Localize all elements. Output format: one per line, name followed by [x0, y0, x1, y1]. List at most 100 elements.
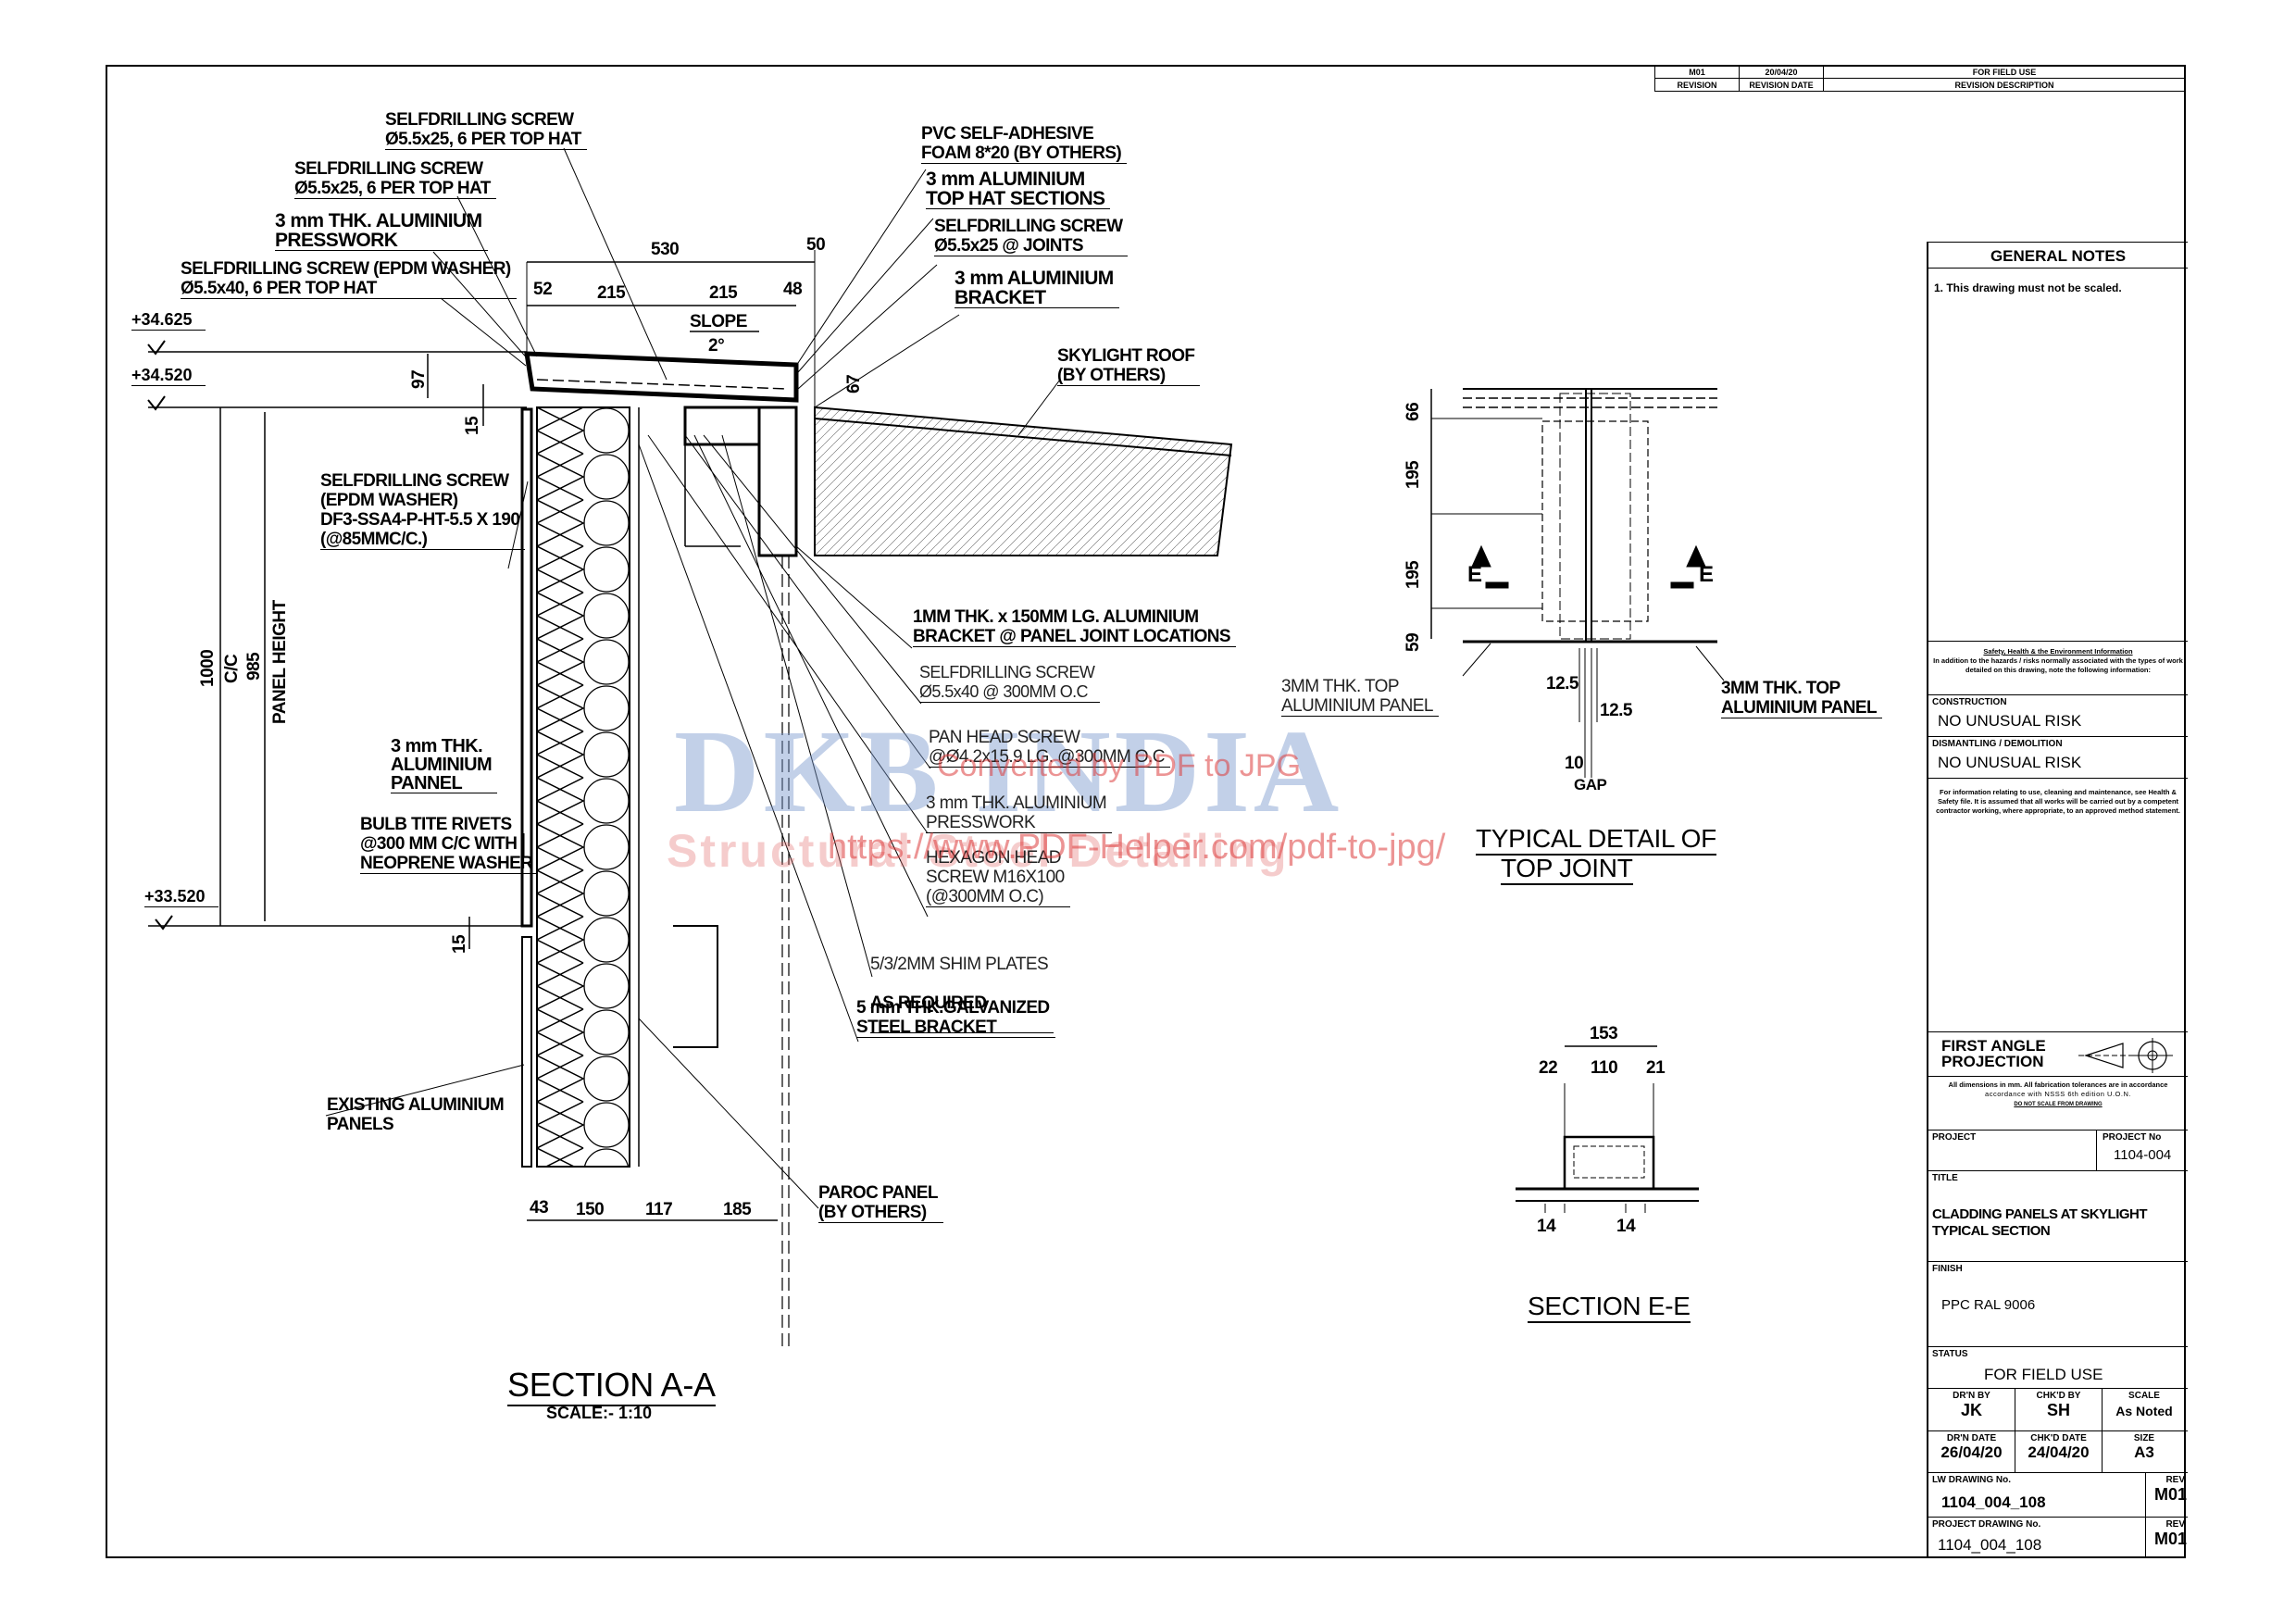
section-aa-title: SECTION A-A [507, 1366, 716, 1406]
maintenance-text: For information relating to use, cleanin… [1936, 788, 2180, 815]
dim-cc: C/C [222, 654, 242, 683]
dim-117: 117 [645, 1200, 673, 1219]
dim-gap: GAP [1574, 776, 1607, 793]
lw-rev: M01 [2153, 1485, 2187, 1504]
watermark-tagline: Structural Steel Detailing [667, 825, 1290, 877]
general-notes-title: GENERAL NOTES [1990, 247, 2127, 265]
label-shim-bottom: AS REQUIRED [870, 993, 987, 1013]
label-screw-300: SELFDRILLING SCREW Ø5.5x40 @ 300MM O.C [919, 663, 1101, 703]
dim-215a: 215 [597, 283, 626, 303]
dim-22: 22 [1539, 1058, 1558, 1078]
label-pan-head: PAN HEAD SCREW @Ø4.2x15.9 LG. @300MM O.C [929, 728, 1170, 768]
label-presswork-mid: 3 mm THK. ALUMINIUM PRESSWORK [926, 793, 1113, 833]
title-block: GENERAL NOTES 1. This drawing must not b… [1927, 242, 2188, 1558]
scale-cell: SCALE As Noted [2101, 1389, 2188, 1430]
project-rev: M01 [2153, 1530, 2187, 1548]
dim-985: 985 [244, 652, 264, 681]
revision-description-value: FOR FIELD USE [1823, 65, 2186, 79]
revision-description-header: REVISION DESCRIPTION [1823, 78, 2186, 92]
dim-185: 185 [723, 1200, 752, 1219]
project-no: 1104-004 [2114, 1147, 2172, 1163]
drawn-date-label: DR'N DATE [1946, 1433, 1997, 1443]
section-ee-title: SECTION E-E [1528, 1292, 1691, 1323]
size-cell: SIZE A3 [2101, 1431, 2188, 1472]
size-value: A3 [2134, 1443, 2154, 1461]
title-label: TITLE [1932, 1173, 1958, 1183]
tolerance-2: accordance with NSSS 6th edition U.O.N. [1985, 1090, 2131, 1098]
dismantling-value: NO UNUSUAL RISK [1938, 754, 2082, 771]
drawn-by-cell: DR'N BY JK [1928, 1389, 2015, 1430]
top-joint-geometry [1430, 388, 1725, 778]
dim-530: 530 [651, 240, 680, 259]
dismantling-label: DISMANTLING / DEMOLITION [1932, 739, 2063, 749]
label-paroc-panel: PAROC PANEL (BY OTHERS) [818, 1183, 943, 1223]
construction-value: NO UNUSUAL RISK [1938, 712, 2082, 730]
dim-66: 66 [1404, 402, 1423, 421]
dim-150: 150 [576, 1200, 605, 1219]
dim-59: 59 [1404, 632, 1423, 652]
status-label: STATUS [1932, 1349, 1968, 1359]
status-row: STATUS FOR FIELD USE [1928, 1347, 2188, 1389]
project-drawing-label: PROJECT DRAWING No. [1932, 1519, 2041, 1530]
section-mark-e-right: E [1699, 562, 1714, 587]
drawn-date: 26/04/20 [1940, 1443, 2003, 1461]
dates-row: DR'N DATE 26/04/20 CHK'D DATE 24/04/20 S… [1928, 1431, 2188, 1473]
project-no-label: PROJECT No [2103, 1132, 2162, 1143]
general-notes-header: GENERAL NOTES [1928, 242, 2188, 269]
label-top-hat: 3 mm ALUMINIUM TOP HAT SECTIONS [926, 169, 1111, 209]
label-galv-bracket: 5 mm THK.GALVANIZED STEEL BRACKET [856, 998, 1055, 1038]
checked-date-cell: CHK'D DATE 24/04/20 [2015, 1431, 2103, 1472]
level-34520: +34.520 [131, 366, 206, 386]
dim-215b: 215 [709, 283, 738, 303]
watermark-url: https://www.PDF-Helper.com/pdf-to-jpg/ [828, 828, 1446, 867]
finish-row: FINISH PPC RAL 9006 [1928, 1262, 2188, 1347]
dismantling-row: DISMANTLING / DEMOLITION NO UNUSUAL RISK [1928, 737, 2188, 779]
scale-label: SCALE [2128, 1391, 2160, 1401]
drawn-by-label: DR'N BY [1953, 1391, 1990, 1401]
label-pvc-foam: PVC SELF-ADHESIVE FOAM 8*20 (BY OTHERS) [921, 124, 1128, 164]
dim-slope: SLOPE [690, 312, 747, 331]
dim-12-5a: 12.5 [1546, 674, 1578, 693]
label-top-panel-right: 3MM THK. TOP ALUMINIUM PANEL [1721, 679, 1882, 718]
existing-panel [521, 936, 532, 1168]
revision-date-value: 20/04/20 [1739, 65, 1824, 79]
revision-value: M01 [1654, 65, 1740, 79]
label-existing-panels: EXISTING ALUMINIUM PANELS [327, 1095, 505, 1134]
dim-43: 43 [530, 1198, 549, 1218]
label-screw-joints: SELFDRILLING SCREW Ø5.5x25 @ JOINTS [934, 217, 1129, 256]
project-rev-label: REV [2165, 1519, 2185, 1530]
dim-48: 48 [783, 280, 803, 299]
label-screw-df3: SELFDRILLING SCREW (EPDM WASHER) DF3-SSA… [320, 471, 526, 550]
size-label: SIZE [2133, 1433, 2155, 1443]
section-aa-geometry [147, 147, 1233, 1347]
checked-date: 24/04/20 [2028, 1443, 2090, 1461]
label-screw-top-1: SELFDRILLING SCREW Ø5.5x25, 6 PER TOP HA… [385, 110, 587, 150]
label-screw-epdm-top: SELFDRILLING SCREW (EPDM WASHER) Ø5.5x40… [181, 259, 517, 299]
checked-by: SH [2046, 1401, 2070, 1419]
label-alu-bracket: 3 mm ALUMINIUM BRACKET [955, 269, 1119, 308]
level-34625: +34.625 [131, 310, 206, 331]
drawn-date-cell: DR'N DATE 26/04/20 [1928, 1431, 2015, 1472]
label-bracket-1mm: 1MM THK. x 150MM LG. ALUMINIUM BRACKET @… [913, 607, 1236, 647]
label-shim-top: 5/3/2MM SHIM PLATES [870, 955, 1049, 974]
lw-rev-cell: REV M01 [2145, 1473, 2189, 1517]
tolerance-row: All dimensions in mm. All fabrication to… [1928, 1077, 2188, 1131]
insulation [536, 406, 630, 1168]
label-skylight-roof: SKYLIGHT ROOF (BY OTHERS) [1057, 346, 1201, 386]
dim-97: 97 [409, 369, 429, 389]
label-hex-head: HEXAGON HEAD SCREW M16X100 (@300MM O.C) [926, 848, 1070, 907]
safety-text: In addition to the hazards / risks norma… [1933, 656, 2183, 674]
drawn-by-row: DR'N BY JK CHK'D BY SH SCALE As Noted [1928, 1389, 2188, 1431]
maintenance-section: For information relating to use, cleanin… [1928, 779, 2188, 1032]
skylight-roof [814, 406, 1233, 556]
safety-section: Safety, Health & the Environment Informa… [1928, 642, 2188, 695]
tolerance-1: All dimensions in mm. All fabrication to… [1948, 1081, 2168, 1089]
level-33520: +33.520 [144, 887, 218, 907]
dim-21: 21 [1646, 1058, 1666, 1078]
general-notes-body: 1. This drawing must not be scaled. [1928, 269, 2188, 642]
drawing-border [106, 65, 2186, 1558]
section-mark-e-left: E [1467, 562, 1482, 587]
status-value: FOR FIELD USE [1984, 1366, 2103, 1383]
top-joint-title-1: TYPICAL DETAIL OF [1476, 824, 1716, 856]
